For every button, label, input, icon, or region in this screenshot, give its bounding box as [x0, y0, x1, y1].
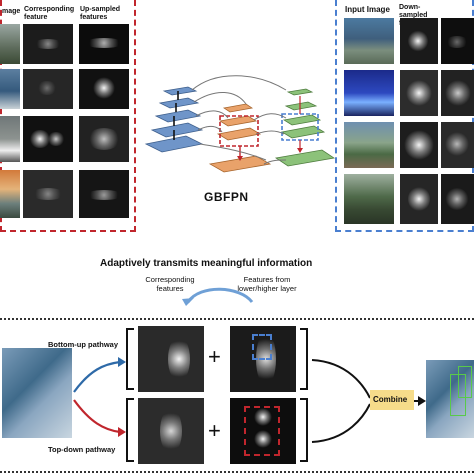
plus-sign-bottom: +: [208, 418, 221, 443]
right-downsampled-map-2: [400, 70, 438, 116]
right-downsampled-map-4: [400, 174, 438, 224]
right-downsampled-map-1: [400, 18, 438, 64]
right-header-input: Input Image: [345, 5, 390, 14]
left-header-corresponding: Corresponding feature: [24, 6, 75, 21]
left-header-upsampled: Up-sampled features: [80, 6, 121, 21]
bottom-up-lower-feature-map: [230, 326, 296, 392]
connection-arcs: [191, 75, 287, 165]
combine-arrows: [311, 359, 426, 443]
top-down-label: Top-down pathway: [48, 445, 116, 454]
input-image-4: [0, 170, 20, 218]
pathway-arrows: [73, 357, 126, 437]
plus-sign-top: +: [208, 344, 221, 369]
divider-top: [0, 318, 474, 320]
upsampled-map-1: [79, 24, 129, 64]
right-input-image-2: [344, 70, 394, 116]
adaptive-title: Adaptively transmits meaningful informat…: [100, 258, 313, 269]
right-extra-map-2: [441, 70, 474, 116]
middle-pyramid: [208, 103, 272, 173]
bracket-right-top: [300, 328, 308, 390]
gbfpn-label: GBFPN: [204, 190, 249, 204]
upsampled-map-4: [79, 170, 129, 218]
bottom-up-feature-map: [138, 326, 204, 392]
right-extra-map-4: [441, 174, 474, 224]
input-image-3: [0, 116, 20, 162]
input-image-2: [0, 69, 20, 109]
corresponding-features-label: Corresponding features: [145, 275, 195, 293]
feature-map-2: [23, 69, 73, 109]
bracket-left-top: [126, 328, 134, 390]
features-from-label: Features from lower/higher layer: [237, 275, 297, 293]
gbfpn-diagram: [144, 75, 336, 173]
combine-label: Combine: [373, 395, 408, 404]
right-input-image-4: [344, 174, 394, 224]
bracket-left-bottom: [126, 398, 134, 462]
left-pyramid: [144, 86, 204, 153]
left-header-input: mage: [2, 8, 21, 15]
transmit-arrow: [182, 287, 254, 306]
top-down-higher-feature-map: [230, 398, 296, 464]
divider-bottom: [0, 471, 474, 473]
right-downsampled-map-3: [400, 122, 438, 168]
feature-map-4: [23, 170, 73, 218]
right-input-image-1: [344, 18, 394, 64]
output-scene-image: [426, 360, 474, 438]
upsampled-map-3: [79, 116, 129, 162]
top-down-feature-map: [138, 398, 204, 464]
upsampled-map-2: [79, 69, 129, 109]
right-extra-map-1: [441, 18, 474, 64]
feature-map-3: [23, 116, 73, 162]
bottom-up-label: Bottom-up pathway: [48, 340, 118, 349]
combine-box: [370, 390, 414, 410]
right-feature-panel: [335, 0, 474, 232]
right-extra-map-3: [441, 122, 474, 168]
feature-map-1: [23, 24, 73, 64]
input-image-1: [0, 24, 20, 64]
right-input-image-3: [344, 122, 394, 168]
input-scene-image: [2, 348, 72, 438]
right-pyramid: [274, 88, 336, 167]
bracket-right-bottom: [300, 398, 308, 462]
